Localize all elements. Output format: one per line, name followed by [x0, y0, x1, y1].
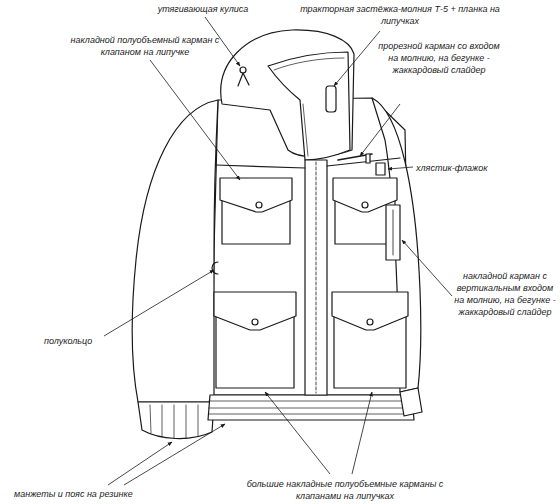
- drawstring: [238, 73, 249, 86]
- pocket-flap: [214, 292, 296, 330]
- leader-line: [265, 392, 330, 474]
- flag-tab: [376, 163, 385, 175]
- leader-line: [150, 60, 240, 180]
- callout-label: утягивающая кулиса: [148, 3, 258, 15]
- leader-line: [388, 167, 413, 169]
- button: [367, 319, 373, 325]
- cuff-ribs: [150, 405, 198, 438]
- right-cuff: [400, 388, 422, 416]
- collar-seam: [274, 58, 344, 156]
- zipper-line: [316, 162, 317, 393]
- callout-label: прорезной карман со входом на молнию, на…: [376, 40, 502, 76]
- button: [256, 202, 262, 208]
- pocket-flap: [220, 178, 292, 212]
- callout-label: накладной карман с вертикальным входом н…: [454, 270, 556, 318]
- callout-label: полукольцо: [44, 335, 114, 347]
- rib-line: [209, 401, 413, 414]
- left-sleeve: [132, 100, 218, 402]
- leader-line: [108, 442, 172, 485]
- zipper-pull: [326, 86, 336, 112]
- waistband-ribs: [209, 401, 413, 414]
- leader-lines: [104, 17, 452, 485]
- rib-line: [150, 405, 198, 438]
- half-ring: [212, 262, 218, 274]
- callout-label: манжеты и пояс на резинке: [14, 488, 164, 500]
- left-cuff: [138, 402, 214, 439]
- waistband: [208, 395, 414, 420]
- collar: [268, 52, 350, 160]
- leader-line: [124, 424, 225, 485]
- pocket-flap: [332, 292, 408, 330]
- leader-line: [334, 31, 380, 86]
- center-placket: [305, 160, 327, 395]
- sleeve-pocket: [386, 205, 400, 260]
- leader-line: [352, 392, 372, 474]
- callout-label: хлястик-флажок: [416, 162, 506, 174]
- button: [362, 202, 368, 208]
- callout-label: тракторная застёжка-молния Т-5 + планка …: [300, 3, 500, 27]
- drawstring-stopper: [240, 67, 246, 73]
- jacket: [132, 30, 422, 439]
- button: [252, 319, 258, 325]
- leader-line: [104, 270, 214, 336]
- zipper-slider: [366, 154, 370, 163]
- callout-label: большие накладные полуобъемные карманы с…: [245, 478, 445, 502]
- leader-line: [360, 104, 400, 156]
- callout-label: накладной полуобъемный карман с клапаном…: [70, 34, 220, 58]
- sleeve-zipper: [393, 210, 394, 255]
- yoke-seam: [216, 158, 400, 168]
- leader-line: [402, 240, 452, 296]
